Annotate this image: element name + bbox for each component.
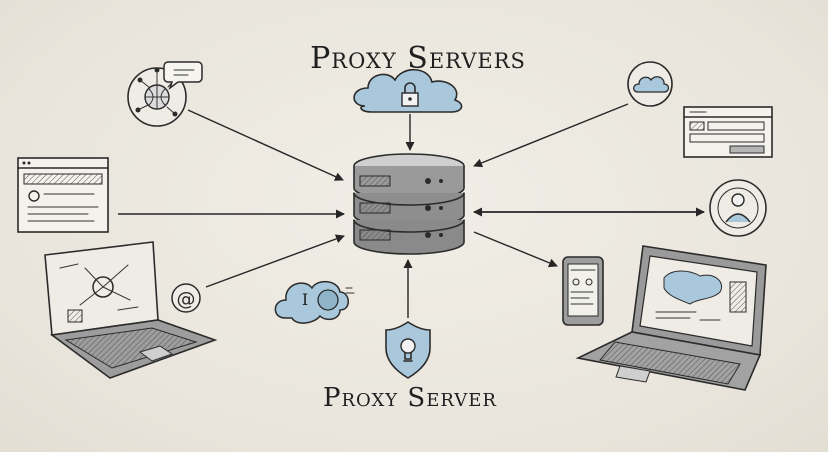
shield-bulb-icon [385, 321, 431, 379]
arrow-server-to-phone [473, 231, 558, 268]
laptop-icon [44, 241, 218, 379]
laptop-map-icon [575, 245, 767, 391]
browser-window-icon [17, 157, 109, 233]
cloud-circle-icon [627, 61, 673, 107]
arrow-globe-to-server [187, 109, 344, 181]
arrow-laptop-to-server [205, 234, 345, 288]
chat-cloud-icon: I [274, 280, 355, 324]
bottom-title: Proxy Server [323, 383, 497, 413]
arrow-server-to-cloud [473, 103, 629, 168]
svg-text:I: I [302, 290, 308, 309]
web-form-icon [683, 106, 773, 158]
server-stack-icon [353, 153, 465, 255]
cloud-lock-icon [353, 68, 463, 113]
at-sign-icon: @ [171, 283, 201, 313]
chat-bubble-icon [163, 61, 203, 91]
smartphone-icon [562, 256, 604, 326]
svg-text:@: @ [177, 288, 196, 310]
user-profile-icon [709, 179, 767, 237]
